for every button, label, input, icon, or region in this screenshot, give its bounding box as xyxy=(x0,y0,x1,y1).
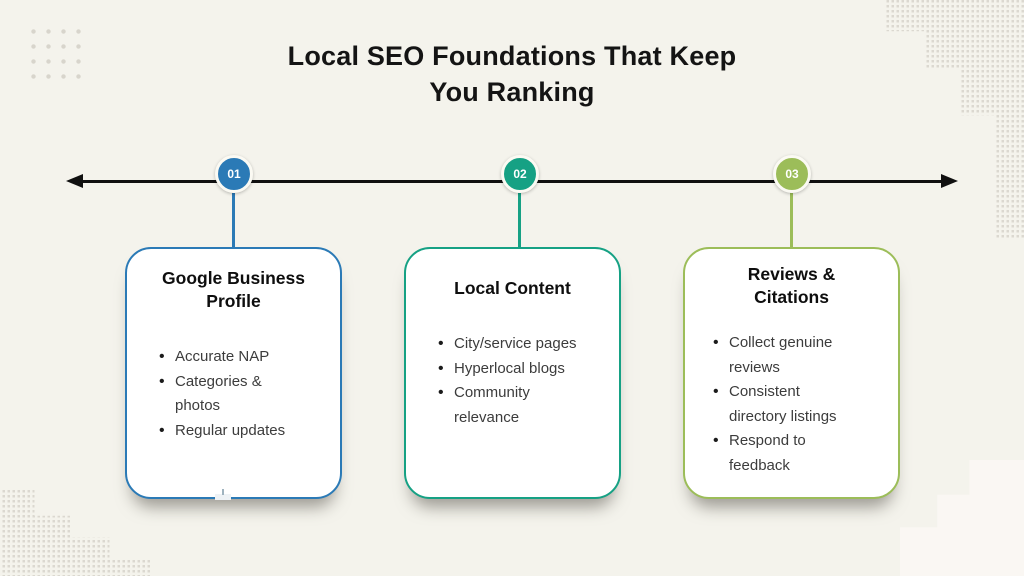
connector-stem-03 xyxy=(790,193,793,250)
page-title-line-1: Local SEO Foundations That Keep xyxy=(287,41,737,71)
corner-dot-grid-decoration xyxy=(24,20,86,82)
stray-cursor-artifact xyxy=(215,489,231,500)
card-bullet-list: Accurate NAP Categories & photos Regular… xyxy=(159,345,326,444)
step-node-01: 01 xyxy=(215,155,253,193)
card-title: Local Content xyxy=(454,278,571,298)
card-local-content: Local Content City/service pages Hyperlo… xyxy=(404,247,621,499)
card-google-business-profile: Google Business Profile Accurate NAP Cat… xyxy=(125,247,342,499)
card-title: Reviews & Citations xyxy=(747,264,836,307)
corner-halftone-bottom-left-decoration xyxy=(0,490,150,576)
connector-stem-01 xyxy=(232,193,235,250)
bullet-item: Respond to feedback xyxy=(713,429,857,478)
bullet-item: Regular updates xyxy=(159,419,303,444)
timeline-arrow-right-icon xyxy=(941,174,958,188)
corner-halftone-top-right-decoration xyxy=(884,0,1024,240)
step-node-03: 03 xyxy=(773,155,811,193)
bullet-item: Consistent directory listings xyxy=(713,380,857,429)
bullet-item: Hyperlocal blogs xyxy=(438,357,582,382)
page-title: Local SEO Foundations That Keep You Rank… xyxy=(0,38,1024,110)
page-title-line-2: You Ranking xyxy=(429,77,595,107)
card-reviews-citations: Reviews & Citations Collect genuine revi… xyxy=(683,247,900,499)
corner-stairstep-bottom-right-decoration xyxy=(900,460,1024,576)
bullet-item: City/service pages xyxy=(438,332,582,357)
connector-stem-02 xyxy=(518,193,521,250)
bullet-item: Collect genuine reviews xyxy=(713,331,857,380)
bullet-item: Community relevance xyxy=(438,381,582,430)
card-bullet-list: City/service pages Hyperlocal blogs Comm… xyxy=(438,332,605,430)
bullet-item: Categories & photos xyxy=(159,370,303,419)
step-node-02: 02 xyxy=(501,155,539,193)
card-bullet-list: Collect genuine reviews Consistent direc… xyxy=(713,331,888,478)
timeline-arrow-left-icon xyxy=(66,174,83,188)
bullet-item: Accurate NAP xyxy=(159,345,303,370)
card-title: Google Business Profile xyxy=(162,268,305,311)
